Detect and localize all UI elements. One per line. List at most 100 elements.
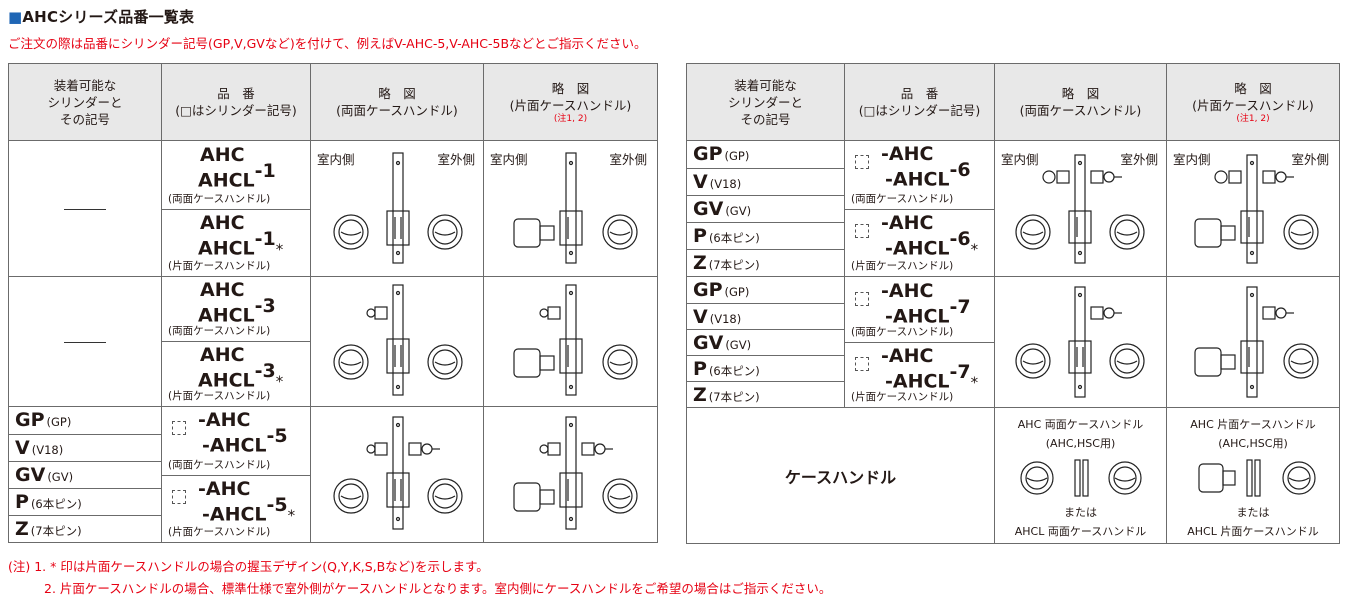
cyl-item: Z(7本ピン)	[687, 249, 844, 276]
cyl-item: V(V18)	[687, 168, 844, 195]
cyl-list-6: GP(GP) V(V18) GV(GV) P(6本ピン) Z(7本ピン)	[686, 140, 845, 277]
part-cell-5: -AHC-AHCL-5 (両面ケースハンドル) -AHC-AHCL-5* (片面…	[161, 406, 311, 543]
case-handle-single-alt: AHCL 片面ケースハンドル	[1187, 525, 1319, 538]
cylinder-placeholder-icon	[855, 224, 869, 238]
lock-diagram-icon	[513, 152, 638, 264]
fig-single-1: 室内側 室外側	[483, 140, 658, 277]
fig-double-3	[310, 276, 484, 407]
cyl-item: V(V18)	[687, 303, 844, 329]
indoor-label: 室内側	[317, 152, 355, 167]
fig-double-6: 室内側 室外側	[994, 140, 1167, 277]
header-fig-single: 略 図(片面ケースハンドル)(注1, 2)	[1166, 63, 1340, 141]
fig-double-1: 室内側 室外側	[310, 140, 484, 277]
fig-single-6: 室内側 室外側	[1166, 140, 1340, 277]
fig-double-5	[310, 406, 484, 543]
cyl-none	[8, 276, 162, 407]
outdoor-label: 室外側	[1120, 152, 1158, 167]
case-handle-icon	[1020, 459, 1142, 497]
outdoor-label: 室外側	[609, 152, 647, 167]
lock-diagram-icon	[1015, 154, 1145, 264]
part-ahc-7-star: -AHC-AHCL-7* (片面ケースハンドル)	[845, 341, 994, 407]
cyl-item: GV(GV)	[9, 461, 161, 488]
header-fig-double: 略 図(両面ケースハンドル)	[310, 63, 484, 141]
lock-diagram-icon	[513, 284, 638, 396]
cyl-item: GP(GP)	[15, 409, 72, 431]
header-cylinder: 装着可能なシリンダーとその記号	[686, 63, 845, 141]
cyl-item: P(6本ピン)	[687, 355, 844, 381]
case-handle-icon	[1198, 459, 1316, 497]
page-title: ■AHCシリーズ品番一覧表	[8, 6, 194, 27]
cylinder-placeholder-icon	[855, 155, 869, 169]
lock-diagram-icon	[1194, 154, 1319, 264]
cylinder-placeholder-icon	[172, 421, 186, 435]
fig-single-7	[1166, 276, 1340, 408]
part-ahc-7: -AHC-AHCL-7 (両面ケースハンドル)	[851, 279, 971, 338]
cyl-item: GV(GV)	[687, 329, 844, 355]
part-ahc-6-star: -AHC-AHCL-6* (片面ケースハンドル)	[845, 209, 994, 276]
lock-diagram-icon	[1015, 286, 1145, 398]
case-handle-or: または	[1064, 506, 1097, 519]
header-part: 品 番(□はシリンダー記号)	[844, 63, 995, 141]
case-handle-label: ケースハンドル	[686, 407, 995, 544]
lock-diagram-icon	[333, 284, 463, 396]
lock-diagram-icon	[1194, 286, 1319, 398]
cyl-item: P(6本ピン)	[687, 222, 844, 249]
cyl-list-7: GP(GP) V(V18) GV(GV) P(6本ピン) Z(7本ピン)	[686, 276, 845, 408]
part-cell-7: -AHC-AHCL-7 (両面ケースハンドル) -AHC-AHCL-7* (片面…	[844, 276, 995, 408]
indoor-label: 室内側	[1173, 152, 1211, 167]
lock-diagram-icon	[333, 416, 463, 530]
cyl-item: V(V18)	[9, 434, 161, 461]
header-fig-double: 略 図(両面ケースハンドル)	[994, 63, 1167, 141]
part-ahc-5: -AHC-AHCL-5 (両面ケースハンドル)	[168, 409, 288, 472]
header-part: 品 番(□はシリンダー記号)	[161, 63, 311, 141]
cylinder-placeholder-icon	[172, 490, 186, 504]
cyl-item: Z(7本ピン)	[687, 381, 844, 407]
indoor-label: 室内側	[1001, 152, 1039, 167]
cyl-item: P(6本ピン)	[9, 488, 161, 515]
case-handle-double-alt: AHCL 両面ケースハンドル	[1014, 525, 1147, 538]
order-notice: ご注文の際は品番にシリンダー記号(GP,V,GVなど)を付けて、例えばV-AHC…	[8, 36, 647, 51]
case-handle-single-sub: (AHC,HSC用)	[1218, 437, 1288, 450]
part-ahc-6: -AHC-AHCL-6 (両面ケースハンドル)	[851, 143, 971, 206]
footnote-1: (注) 1. * 印は片面ケースハンドルの場合の握玉デザイン(Q,Y,K,S,B…	[8, 559, 489, 574]
case-handle-double: AHC 両面ケースハンドル (AHC,HSC用) または AHCL 両面ケースハ…	[994, 407, 1167, 544]
title-text: AHCシリーズ品番一覧表	[22, 8, 195, 26]
cyl-item: Z(7本ピン)	[9, 515, 161, 542]
fig-single-3	[483, 276, 658, 407]
cylinder-placeholder-icon	[855, 291, 869, 306]
right-table: 装着可能なシリンダーとその記号 品 番(□はシリンダー記号) 略 図(両面ケース…	[686, 63, 1340, 544]
cyl-item: GV(GV)	[687, 195, 844, 222]
case-handle-double-sub: (AHC,HSC用)	[1045, 437, 1116, 450]
title-marker: ■	[8, 8, 23, 26]
part-cell-6: -AHC-AHCL-6 (両面ケースハンドル) -AHC-AHCL-6* (片面…	[844, 140, 995, 277]
fig-double-7	[994, 276, 1167, 408]
cyl-item: GP(GP)	[693, 279, 750, 301]
header-cylinder: 装着可能なシリンダーとその記号	[8, 63, 162, 141]
none-dash	[64, 342, 106, 343]
fig-single-5	[483, 406, 658, 543]
lock-diagram-icon	[333, 152, 463, 264]
case-handle-or: または	[1236, 506, 1270, 519]
part-ahc-5-star: -AHC-AHCL-5* (片面ケースハンドル)	[162, 475, 310, 542]
case-handle-double-title: AHC 両面ケースハンドル	[1017, 418, 1144, 431]
case-handle-single-title: AHC 片面ケースハンドル	[1190, 418, 1316, 431]
lock-diagram-icon	[513, 416, 638, 530]
outdoor-label: 室外側	[1291, 152, 1329, 167]
header-fig-single: 略 図(片面ケースハンドル)(注1, 2)	[483, 63, 658, 141]
cyl-list-5: GP(GP) V(V18) GV(GV) P(6本ピン) Z(7本ピン)	[8, 406, 162, 543]
outdoor-label: 室外側	[437, 152, 475, 167]
none-dash	[64, 209, 106, 210]
indoor-label: 室内側	[490, 152, 528, 167]
cyl-item: GP(GP)	[693, 143, 750, 165]
case-handle-single: AHC 片面ケースハンドル (AHC,HSC用) または AHCL 片面ケースハ…	[1166, 407, 1340, 544]
cyl-none	[8, 140, 162, 277]
cylinder-placeholder-icon	[855, 356, 869, 371]
footnote-2: 2. 片面ケースハンドルの場合、標準仕様で室外側がケースハンドルとなります。室内…	[44, 581, 832, 596]
left-table: 装着可能なシリンダーとその記号 品 番(□はシリンダー記号) 略 図(両面ケース…	[8, 63, 658, 543]
